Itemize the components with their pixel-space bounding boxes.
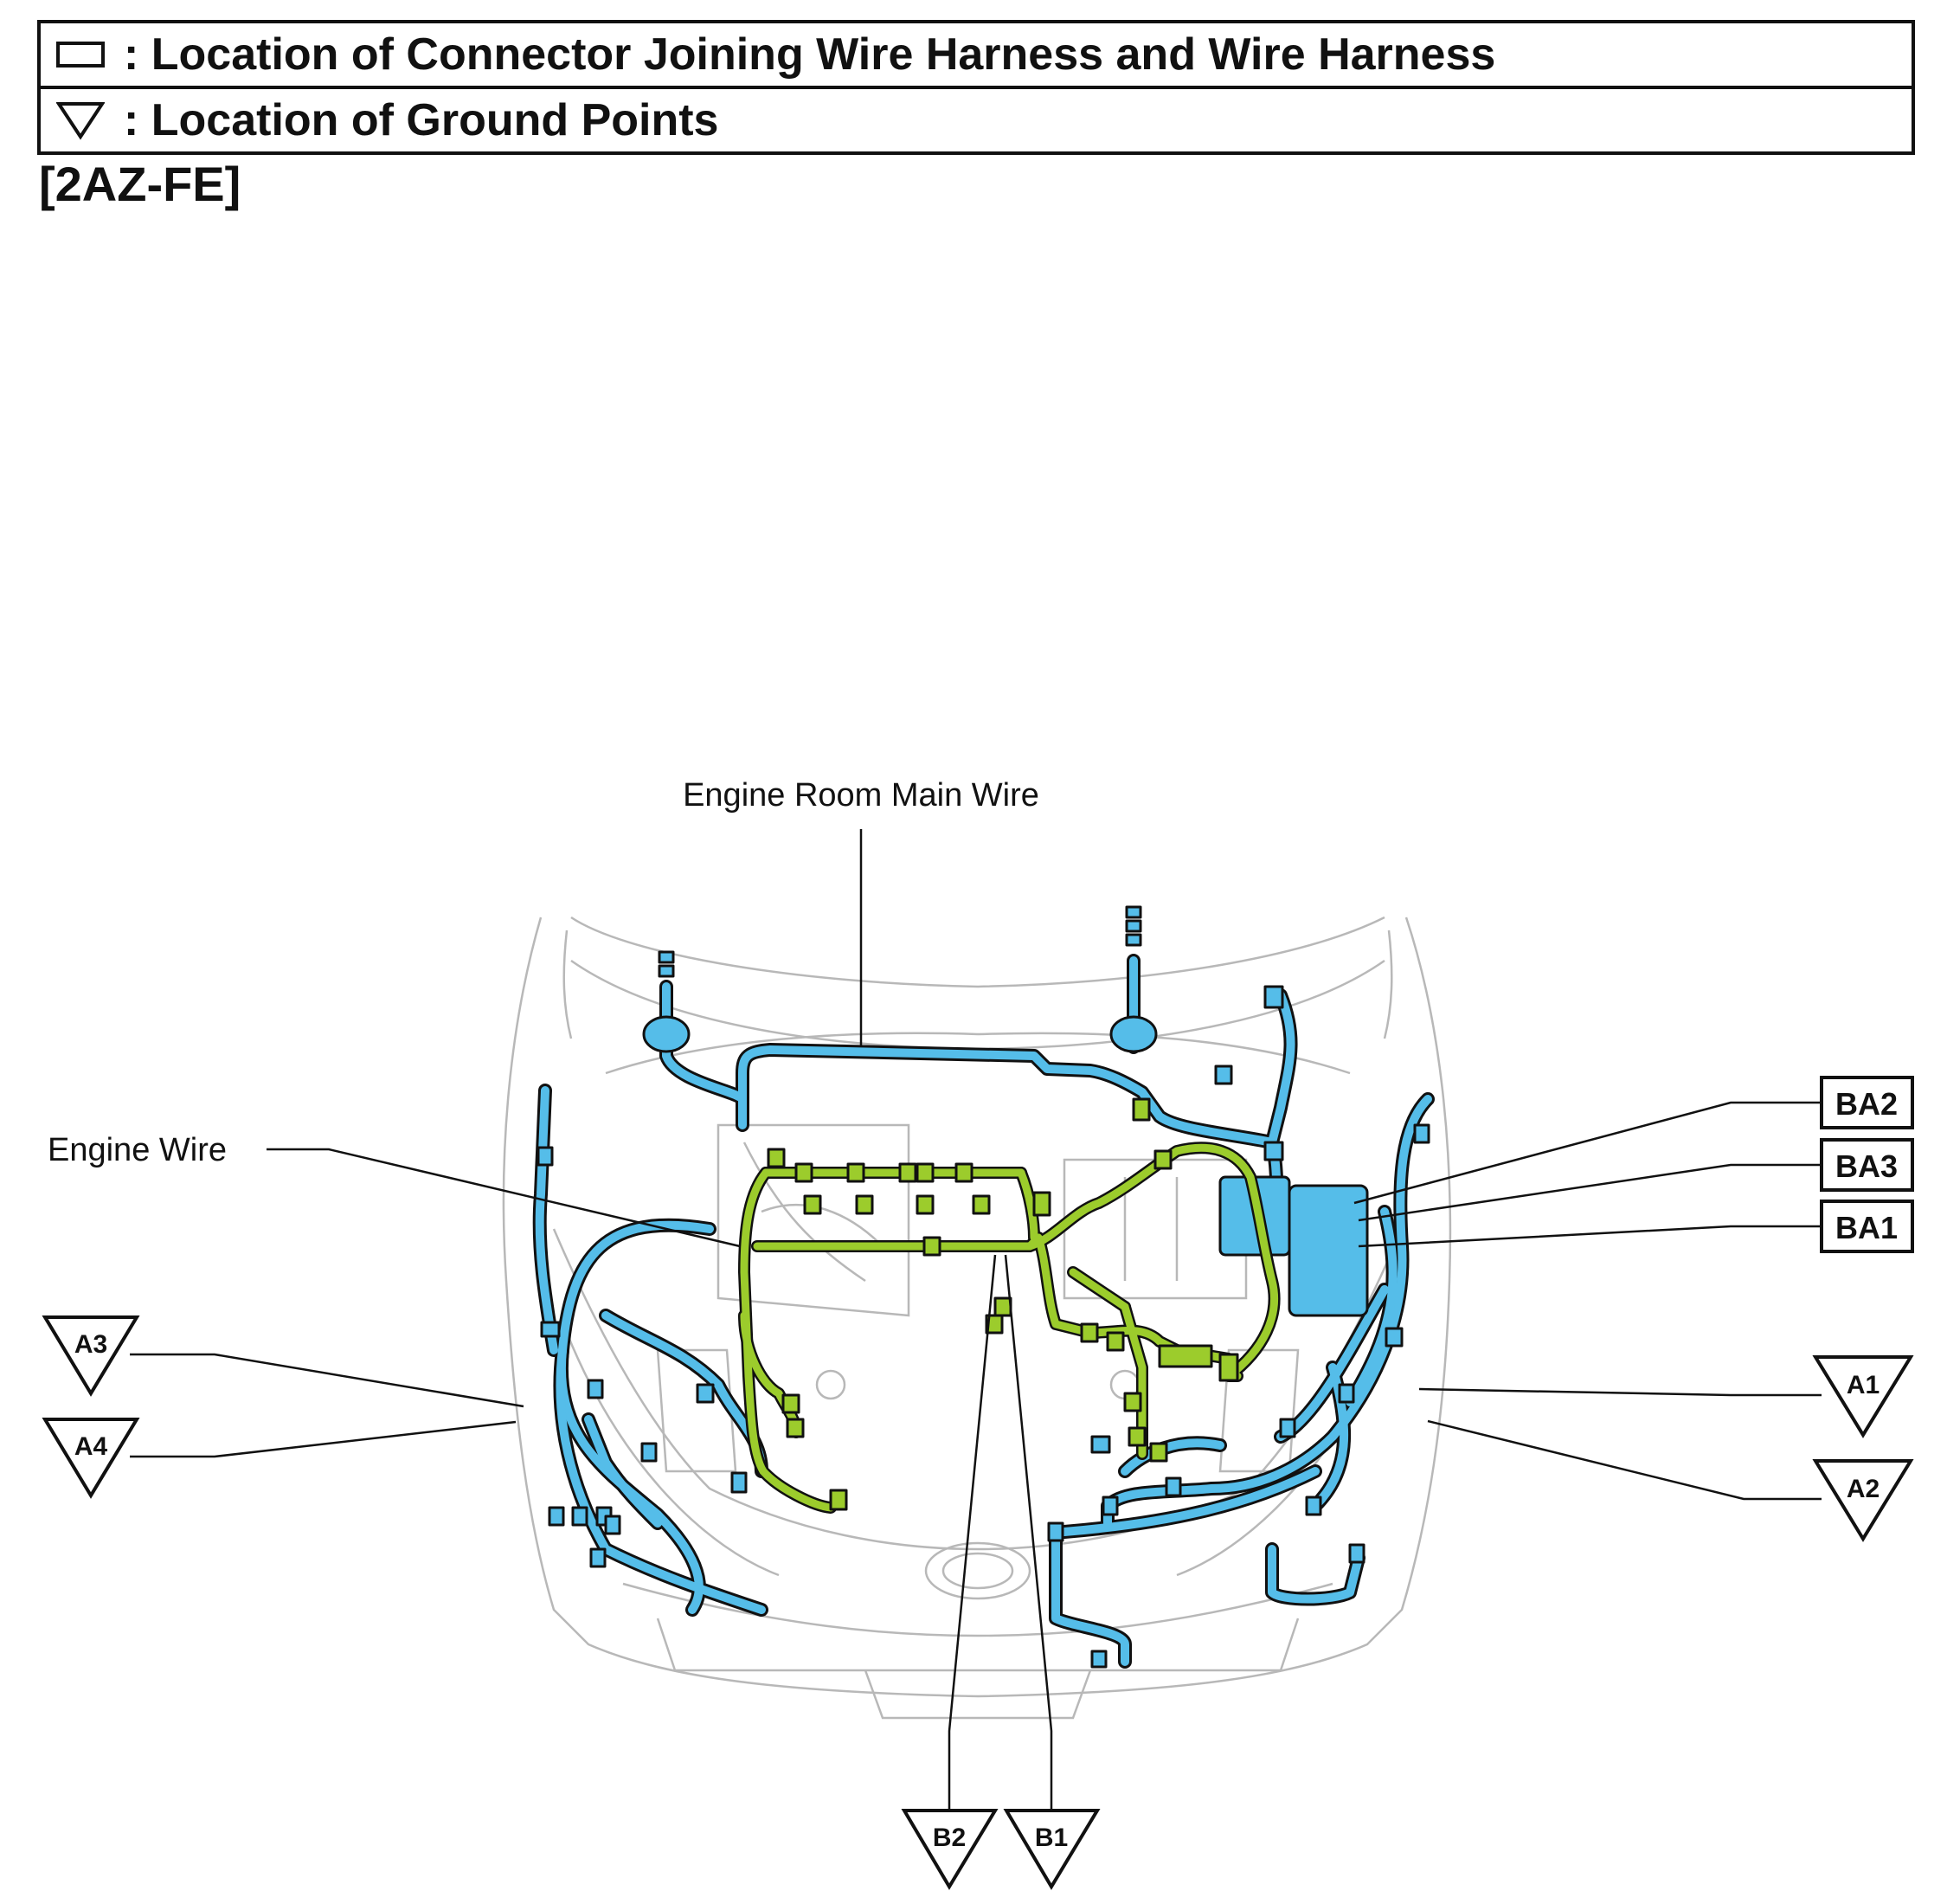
connector-code-ba3-label: BA3: [1835, 1148, 1898, 1184]
callout-engine-room-main-wire: Engine Room Main Wire: [683, 777, 1039, 1047]
connector-code-ba1: BA1: [1358, 1200, 1914, 1253]
connector-code-ba2-label: BA2: [1835, 1086, 1898, 1122]
ground-point-a3: A3: [42, 1315, 524, 1408]
legend-box: : Location of Connector Joining Wire Har…: [37, 20, 1915, 155]
ground-point-a3-label: A3: [74, 1330, 107, 1359]
ground-point-a4: A4: [42, 1418, 517, 1499]
ground-symbol-icon: [56, 102, 105, 140]
connector-code-ba3: BA3: [1358, 1138, 1914, 1222]
callout-engine-wire: Engine Wire: [48, 1132, 741, 1248]
ground-point-a4-label: A4: [74, 1432, 108, 1461]
legend-ground-row: : Location of Ground Points: [41, 86, 1912, 151]
ground-point-a1: A1: [1418, 1355, 1914, 1438]
connector-code-ba2: BA2: [1353, 1076, 1914, 1205]
engine-code-label: [2AZ-FE]: [39, 157, 241, 211]
ground-point-a2: A2: [1427, 1419, 1914, 1542]
ground-point-b2: B2: [901, 1254, 999, 1890]
engine-room-main-wire-harness: [532, 905, 1435, 1669]
callout-engine-room-main-wire-label: Engine Room Main Wire: [683, 777, 1039, 814]
ground-point-b1-label: B1: [1035, 1824, 1068, 1852]
legend-ground-label: : Location of Ground Points: [124, 95, 719, 145]
callout-engine-wire-label: Engine Wire: [48, 1132, 227, 1168]
ground-point-a2-label: A2: [1847, 1475, 1880, 1503]
ground-point-a1-label: A1: [1847, 1371, 1880, 1399]
connector-symbol-icon: [56, 42, 105, 68]
ground-point-b2-label: B2: [933, 1824, 966, 1852]
connector-code-ba1-label: BA1: [1835, 1210, 1898, 1245]
legend-connector-label: : Location of Connector Joining Wire Har…: [124, 29, 1496, 80]
legend-connector-row: : Location of Connector Joining Wire Har…: [41, 23, 1912, 86]
ground-point-b1: B1: [1003, 1254, 1101, 1890]
engine-wire-harness: [738, 1097, 1281, 1514]
